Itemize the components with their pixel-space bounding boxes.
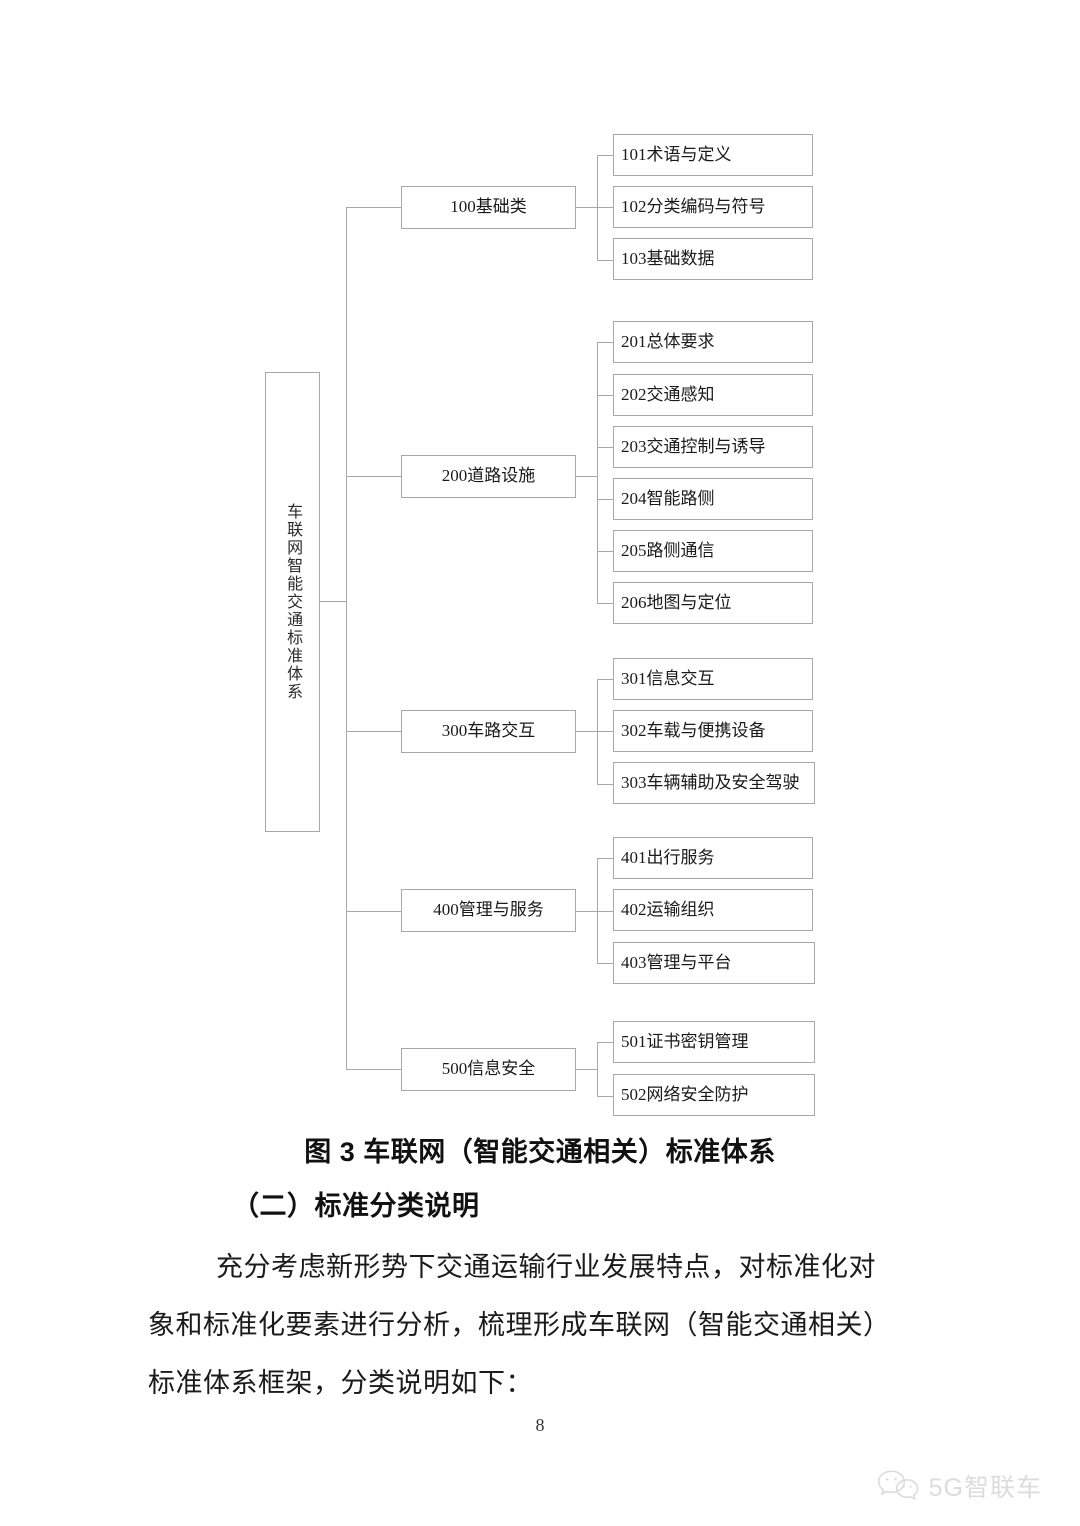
leaf-node-102: 102分类编码与符号 [613,186,813,228]
trunk-vertical-line [346,207,347,1069]
leaf-node-101: 101术语与定义 [613,134,813,176]
leaf-line-303 [597,784,613,785]
branch-line-100 [346,207,401,208]
leaf-line-201 [597,342,613,343]
category-out-line-500 [576,1069,597,1070]
category-node-400: 400管理与服务 [401,889,576,932]
page-number: 8 [535,1415,545,1435]
leaf-line-206 [597,603,613,604]
tree-root-node: 车联网智能交通标准体系 [265,372,320,832]
leaf-node-403: 403管理与平台 [613,942,815,984]
branch-line-200 [346,476,401,477]
children-spine-200 [597,342,598,603]
leaf-line-501 [597,1042,613,1043]
watermark: 5G智联车 [876,1468,1042,1504]
leaf-node-502: 502网络安全防护 [613,1074,815,1116]
root-connector-line [320,601,347,602]
leaf-line-204 [597,499,613,500]
leaf-node-206: 206地图与定位 [613,582,813,624]
category-out-line-100 [576,207,597,208]
leaf-line-102 [597,207,613,208]
body-paragraph-line-1: 充分考虑新形势下交通运输行业发展特点，对标准化对 [216,1252,876,1282]
leaf-node-202: 202交通感知 [613,374,813,416]
leaf-node-302: 302车载与便携设备 [613,710,813,752]
leaf-node-205: 205路侧通信 [613,530,813,572]
branch-line-400 [346,911,401,912]
leaf-node-204: 204智能路侧 [613,478,813,520]
category-node-100: 100基础类 [401,186,576,229]
watermark-text: 5G智联车 [928,1474,1042,1502]
leaf-node-401: 401出行服务 [613,837,813,879]
leaf-line-301 [597,679,613,680]
wechat-icon [876,1468,920,1504]
category-node-200: 200道路设施 [401,455,576,498]
section-heading: （二）标准分类说明 [232,1191,480,1221]
leaf-line-302 [597,731,613,732]
children-spine-500 [597,1042,598,1096]
category-out-line-200 [576,476,597,477]
leaf-node-501: 501证书密钥管理 [613,1021,815,1063]
figure-caption: 图 3 车联网（智能交通相关）标准体系 [304,1137,776,1167]
category-node-300: 300车路交互 [401,710,576,753]
branch-line-500 [346,1069,401,1070]
leaf-line-401 [597,858,613,859]
leaf-line-502 [597,1096,613,1097]
leaf-node-402: 402运输组织 [613,889,813,931]
leaf-line-205 [597,551,613,552]
leaf-node-301: 301信息交互 [613,658,813,700]
category-out-line-300 [576,731,597,732]
leaf-line-103 [597,260,613,261]
leaf-node-201: 201总体要求 [613,321,813,363]
category-node-500: 500信息安全 [401,1048,576,1091]
leaf-line-402 [597,911,613,912]
leaf-node-103: 103基础数据 [613,238,813,280]
leaf-line-101 [597,155,613,156]
leaf-line-202 [597,395,613,396]
leaf-line-403 [597,963,613,964]
body-paragraph-line-2: 象和标准化要素进行分析，梳理形成车联网（智能交通相关） [148,1310,891,1340]
standards-system-tree-diagram: 车联网智能交通标准体系 100基础类 101术语与定义 102分类编码与符号 1… [265,134,815,1116]
children-spine-400 [597,858,598,963]
body-paragraph-line-3: 标准体系框架，分类说明如下： [148,1368,533,1398]
leaf-node-303: 303车辆辅助及安全驾驶 [613,762,815,804]
leaf-node-203: 203交通控制与诱导 [613,426,813,468]
leaf-line-203 [597,447,613,448]
category-out-line-400 [576,911,597,912]
branch-line-300 [346,731,401,732]
